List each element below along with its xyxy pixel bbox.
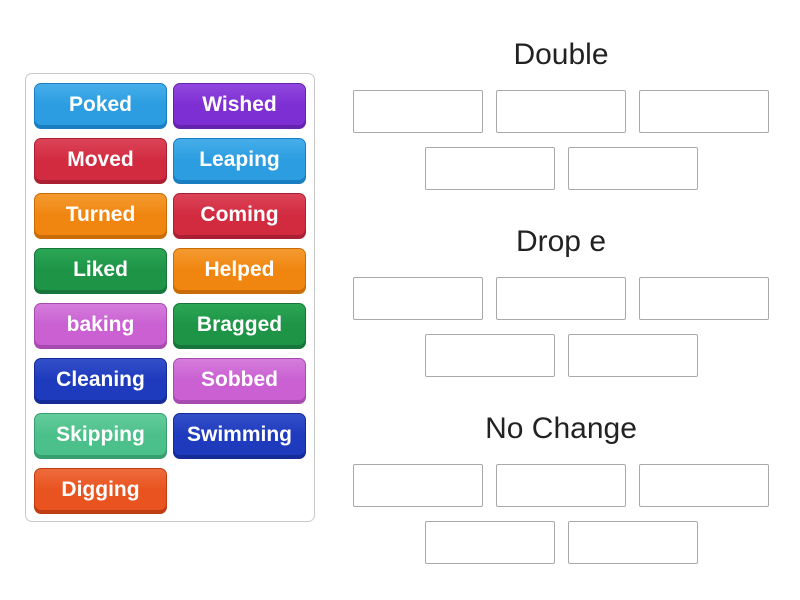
word-tile[interactable]: Digging — [34, 468, 167, 514]
sort-group: No Change — [352, 414, 770, 564]
drop-slot[interactable] — [353, 90, 483, 133]
word-tile[interactable]: Coming — [173, 193, 306, 239]
group-title: Drop e — [515, 225, 607, 258]
drop-slot[interactable] — [424, 334, 555, 377]
slot-row — [352, 90, 770, 133]
group-title: Double — [513, 38, 609, 71]
drop-slot[interactable] — [496, 277, 626, 320]
sort-group: Drop e — [352, 227, 770, 377]
drop-slot[interactable] — [567, 147, 698, 190]
word-tile[interactable]: Helped — [173, 248, 306, 294]
sort-group: Double — [352, 40, 770, 190]
drop-slot[interactable] — [424, 521, 555, 564]
drop-slot[interactable] — [496, 464, 626, 507]
word-tile[interactable]: Skipping — [34, 413, 167, 459]
slot-row — [352, 464, 770, 507]
word-tile[interactable]: Turned — [34, 193, 167, 239]
word-tile[interactable]: Bragged — [173, 303, 306, 349]
slot-row — [352, 334, 770, 377]
slot-row — [352, 277, 770, 320]
word-tile[interactable]: baking — [34, 303, 167, 349]
group-title: No Change — [485, 412, 637, 445]
word-tile[interactable]: Swimming — [173, 413, 306, 459]
slot-row — [352, 521, 770, 564]
drop-slot[interactable] — [639, 464, 769, 507]
slot-row — [352, 147, 770, 190]
drop-slot[interactable] — [353, 464, 483, 507]
word-tile[interactable]: Liked — [34, 248, 167, 294]
drop-slot[interactable] — [639, 277, 769, 320]
word-tile[interactable]: Sobbed — [173, 358, 306, 404]
drop-slot[interactable] — [424, 147, 555, 190]
word-tile[interactable]: Poked — [34, 83, 167, 129]
word-tile[interactable]: Leaping — [173, 138, 306, 184]
drop-slot[interactable] — [496, 90, 626, 133]
drop-slot[interactable] — [353, 277, 483, 320]
drop-slot[interactable] — [567, 521, 698, 564]
word-tile[interactable]: Wished — [173, 83, 306, 129]
word-tile[interactable]: Cleaning — [34, 358, 167, 404]
drop-slot[interactable] — [567, 334, 698, 377]
word-tile[interactable]: Moved — [34, 138, 167, 184]
drop-slot[interactable] — [639, 90, 769, 133]
